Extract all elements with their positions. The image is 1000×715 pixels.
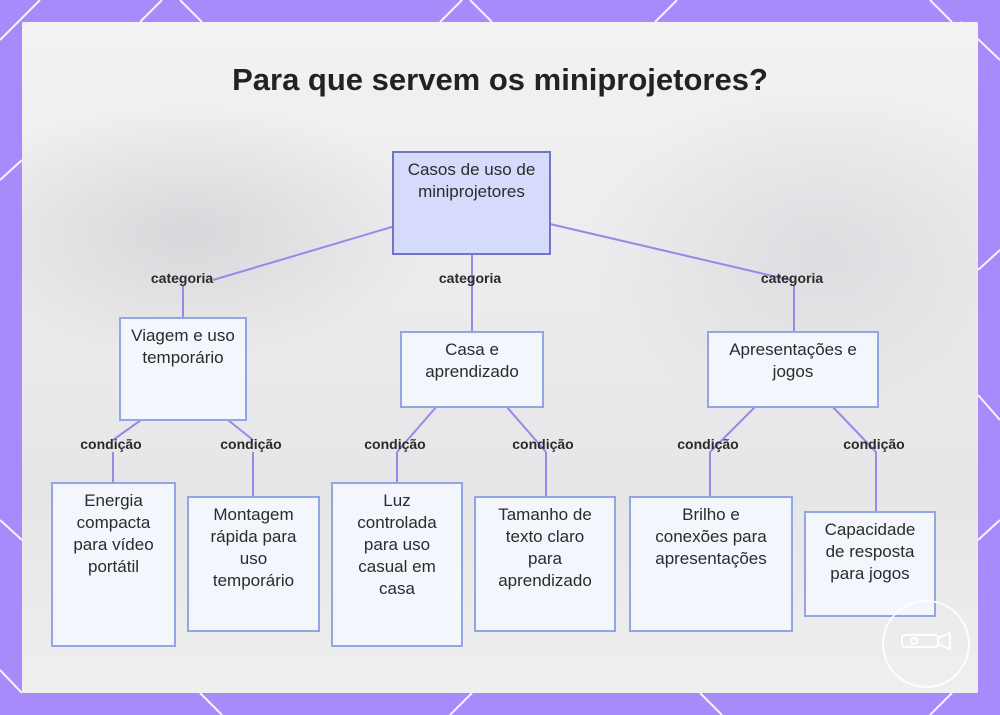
watermark-logo: [882, 600, 970, 688]
edge-label-condition-4: condição: [512, 436, 574, 452]
leaf-node-label: Brilho e conexões para apresentações: [655, 505, 767, 568]
leaf-node-quick-setup[interactable]: Montagem rápida para uso temporário: [187, 496, 320, 632]
leaf-node-label: Montagem rápida para uso temporário: [210, 505, 297, 590]
category-node-label: Viagem e uso temporário: [131, 326, 235, 367]
edge-label-condition-1: condição: [80, 436, 142, 452]
category-node-travel[interactable]: Viagem e uso temporário: [119, 317, 247, 421]
leaf-node-label: Tamanho de texto claro para aprendizado: [498, 505, 592, 590]
edge-label-condition-3: condição: [364, 436, 426, 452]
edge-label-condition-5: condição: [677, 436, 739, 452]
page-title: Para que servem os miniprojetores?: [232, 62, 768, 97]
leaf-node-label: Capacidade de resposta para jogos: [824, 520, 916, 583]
projector-icon: [901, 631, 951, 651]
edge-cat3-leaf5: [709, 405, 757, 453]
category-node-label: Apresentações e jogos: [729, 340, 857, 381]
leaf-node-brightness-connections[interactable]: Brilho e conexões para apresentações: [629, 496, 793, 632]
category-node-presentations[interactable]: Apresentações e jogos: [707, 331, 879, 408]
leaf-node-label: Energia compacta para vídeo portátil: [73, 491, 154, 576]
edge-label-category-2: categoria: [438, 270, 502, 286]
edge-cat2-leaf3: [396, 405, 438, 453]
edge-label-category-3: categoria: [760, 270, 824, 286]
edge-label-condition-2: condição: [220, 436, 282, 452]
category-node-home[interactable]: Casa e aprendizado: [400, 331, 544, 408]
edge-cat3-leaf6: [831, 405, 877, 453]
leaf-node-controlled-light[interactable]: Luz controlada para uso casual em casa: [331, 482, 463, 647]
leaf-node-gaming-response[interactable]: Capacidade de resposta para jogos: [804, 511, 936, 617]
edge-root-cat3: [549, 223, 791, 281]
category-node-label: Casa e aprendizado: [425, 340, 519, 381]
root-node-label: Casos de uso de miniprojetores: [407, 160, 536, 201]
root-node[interactable]: Casos de uso de miniprojetores: [392, 151, 551, 255]
edge-root-cat1: [212, 225, 396, 281]
edge-label-condition-6: condição: [843, 436, 905, 452]
edge-cat1-leaf2: [227, 419, 254, 441]
leaf-node-compact-energy[interactable]: Energia compacta para vídeo portátil: [51, 482, 176, 647]
leaf-node-label: Luz controlada para uso casual em casa: [357, 491, 437, 598]
edge-cat2-leaf4: [505, 405, 547, 453]
leaf-node-clear-text[interactable]: Tamanho de texto claro para aprendizado: [474, 496, 616, 632]
edge-cat1-leaf1: [112, 419, 142, 441]
edge-label-category-1: categoria: [150, 270, 214, 286]
